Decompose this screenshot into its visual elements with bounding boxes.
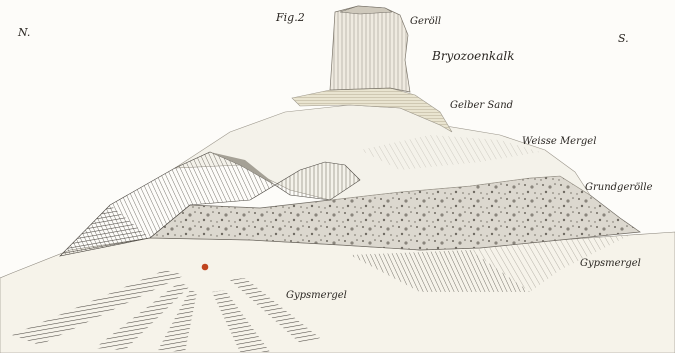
gelber-sand-label: Gelber Sand (450, 100, 513, 111)
marker-dot (202, 264, 209, 271)
gypsmergel-center-label: Gypsmergel (286, 290, 347, 301)
compass-south-label: S. (618, 32, 629, 45)
figure-number-label: Fig.2 (275, 11, 305, 24)
bryozoenkalk-striation (330, 6, 410, 92)
compass-north-label: N. (17, 26, 30, 39)
grundgerolle-label: Grundgerölle (585, 182, 653, 193)
geroll-label: Geröll (410, 16, 441, 27)
weisse-mergel-label: Weisse Mergel (522, 136, 596, 147)
bryozoenkalk-label: Bryozoenkalk (431, 49, 514, 63)
gypsmergel-right-label: Gypsmergel (580, 258, 641, 269)
